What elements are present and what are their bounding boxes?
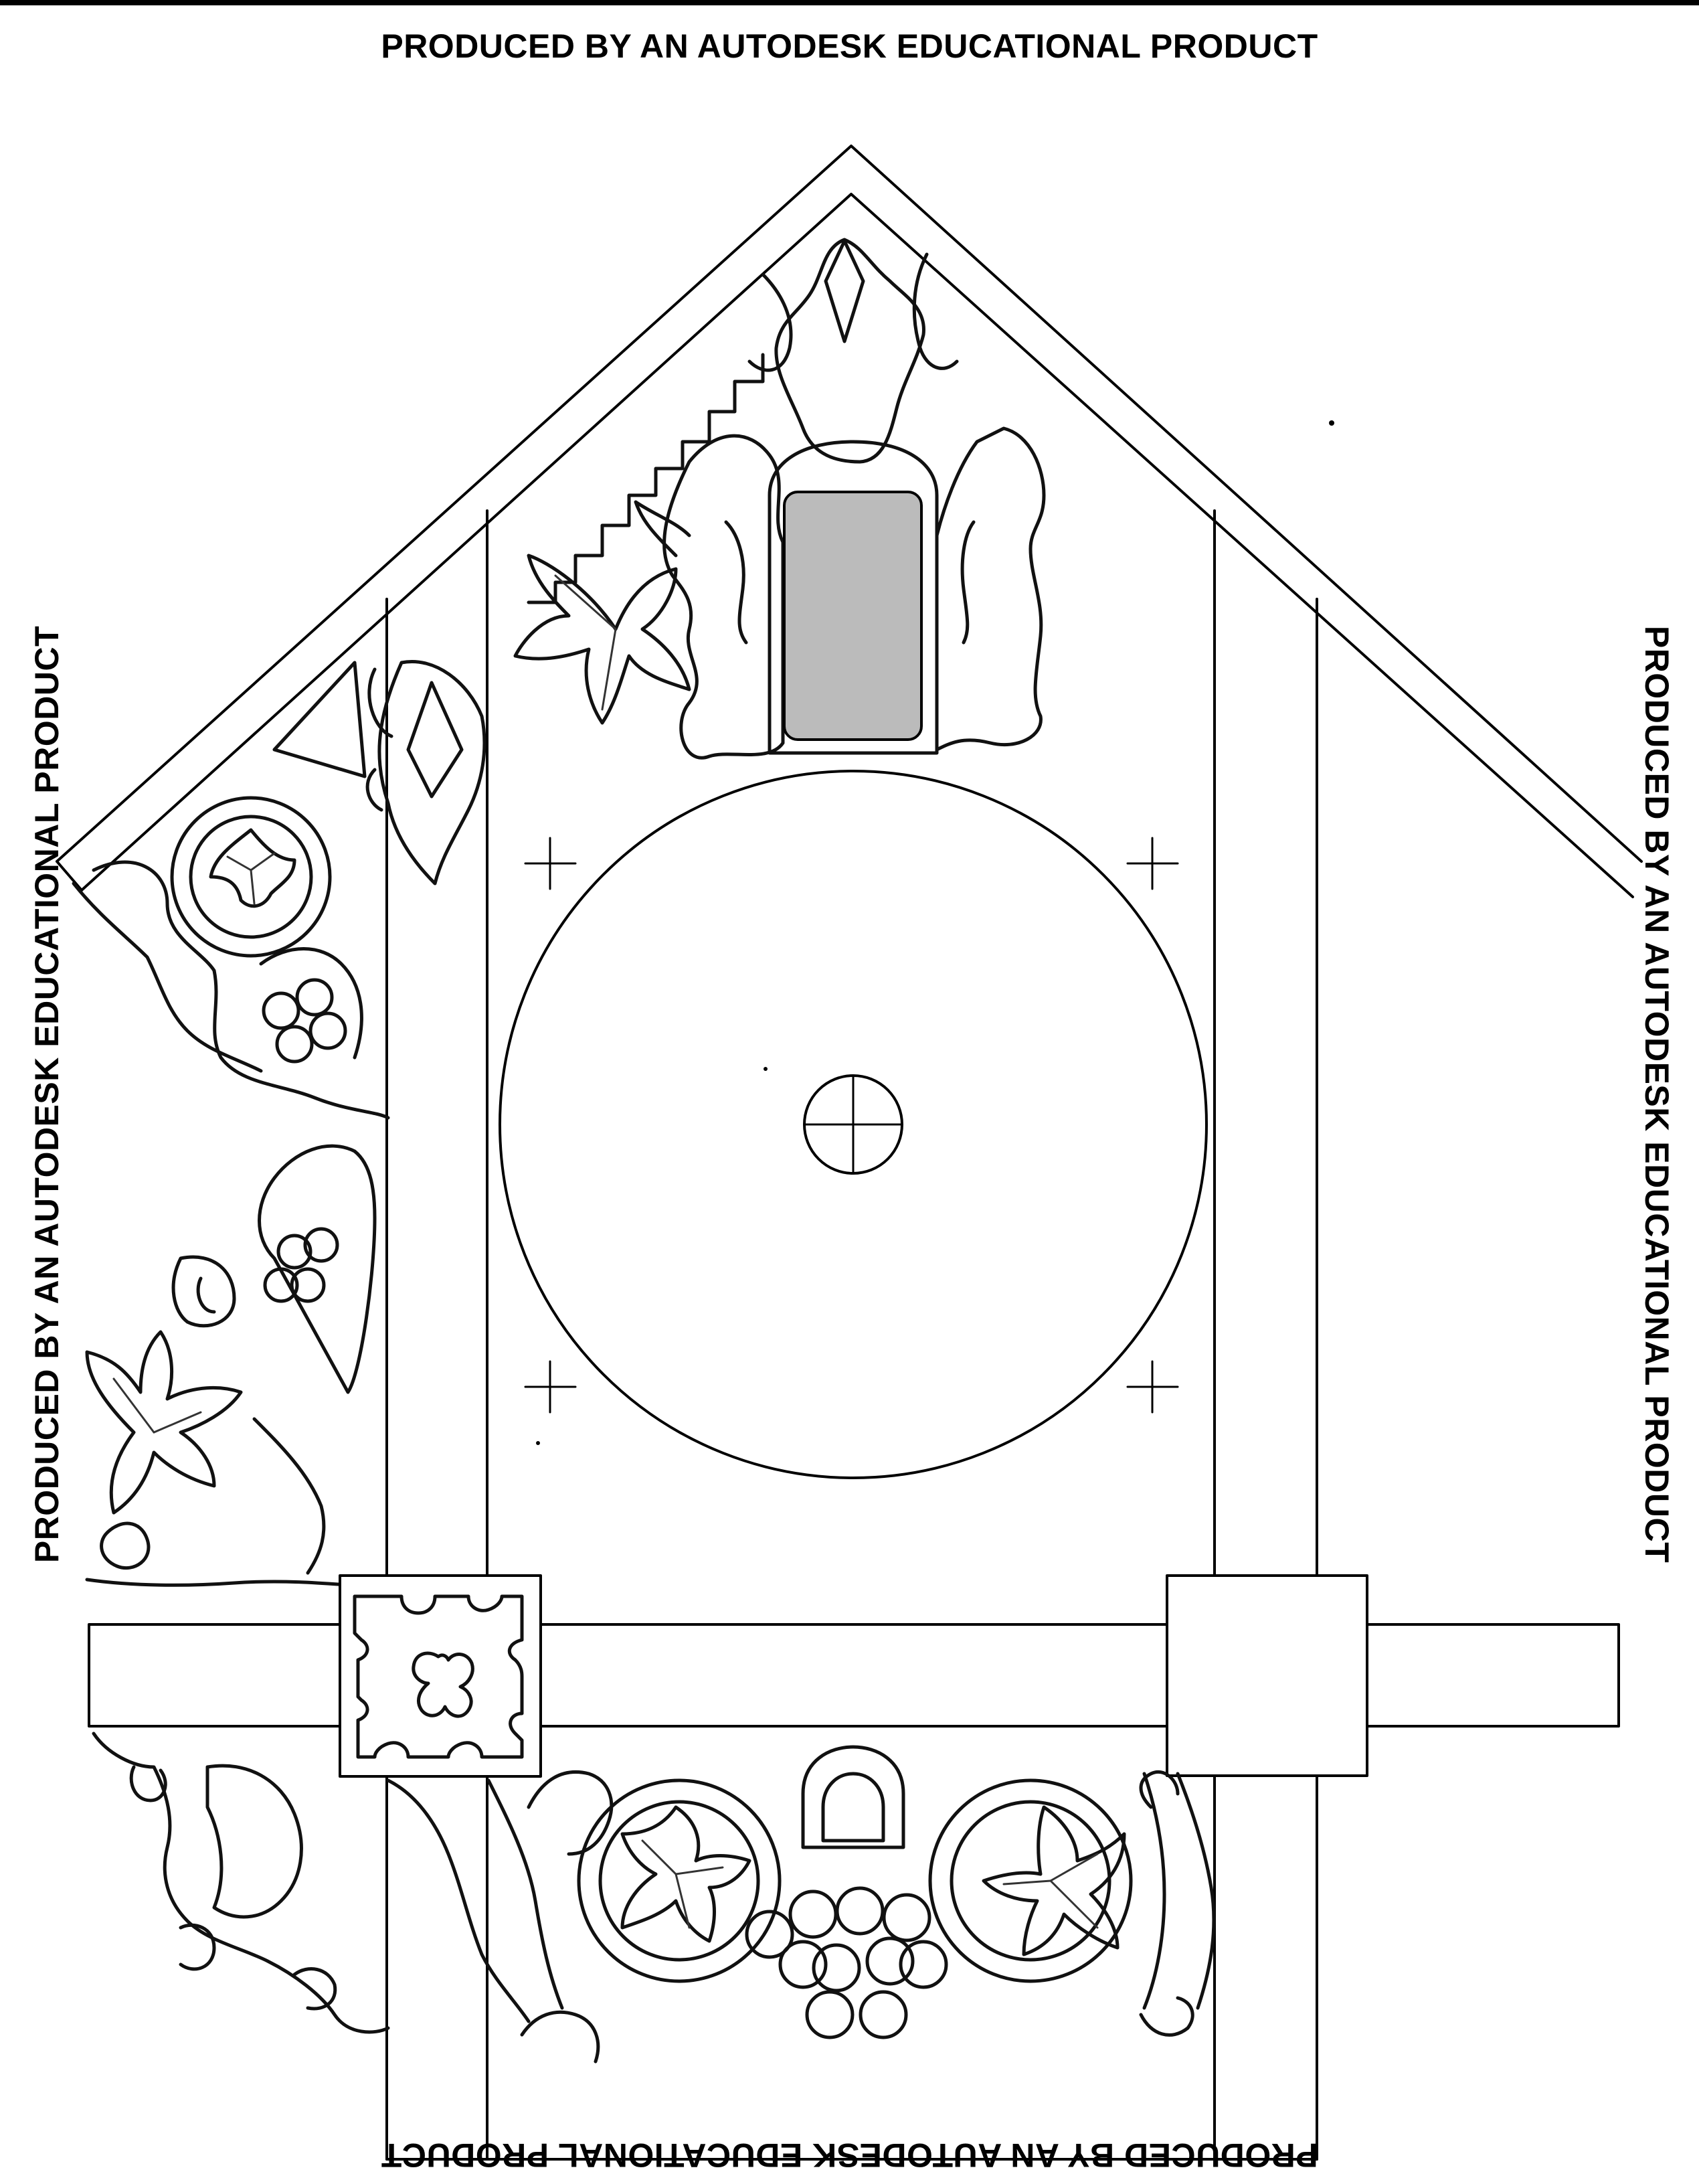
leaf-icon: [85, 1330, 243, 1515]
center-cross-icon: [803, 1074, 903, 1175]
leaf-icon: [620, 1805, 751, 1943]
grape-cluster-icon: [262, 978, 347, 1064]
registration-cross-icon: [1126, 837, 1179, 890]
registration-cross-icon: [1126, 1360, 1179, 1414]
leaf-icon: [513, 554, 691, 725]
registration-cross-icon: [524, 837, 577, 890]
carved-block-left: [339, 1574, 542, 1778]
top-carving: [365, 238, 1046, 886]
scan-speck: [536, 1441, 540, 1445]
scan-speck: [1329, 420, 1334, 426]
bottom-carving: [92, 1732, 1216, 2064]
left-lower-ornament: [85, 1144, 377, 1588]
grape-cluster-icon: [745, 1886, 948, 2039]
sawtooth-edge: [527, 353, 765, 604]
window-surround: [662, 434, 785, 760]
frame-boards: [385, 509, 1318, 2161]
roof: [56, 145, 1643, 898]
grape-cluster-icon: [263, 1227, 339, 1303]
top-border: [0, 0, 1699, 5]
horizontal-bar: [88, 1623, 1620, 1728]
left-upper-ornament: [72, 661, 390, 1120]
scan-speck: [764, 1067, 768, 1071]
window-pane: [783, 491, 923, 741]
finial: [774, 238, 925, 464]
clock-dial: [499, 770, 1208, 1479]
leaf-icon: [209, 828, 296, 908]
plain-block-right: [1166, 1574, 1368, 1777]
watermark-top: PRODUCED BY AN AUTODESK EDUCATIONAL PROD…: [381, 27, 1318, 65]
window-arch: [768, 440, 939, 755]
dial-circle: [499, 770, 1208, 1479]
registration-cross-icon: [524, 1360, 577, 1414]
leaf-icon: [982, 1805, 1126, 1956]
